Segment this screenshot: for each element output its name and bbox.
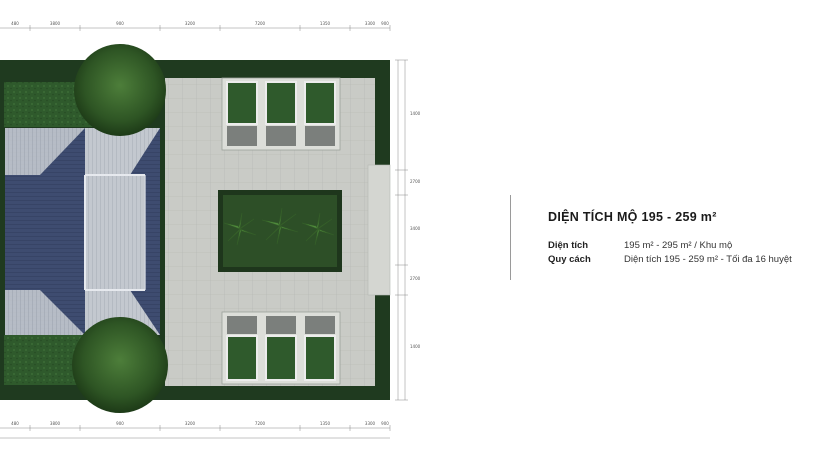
bottom-dimension-label: 1350 — [320, 421, 331, 426]
bottom-dimension-label: 3800 — [50, 421, 61, 426]
bottom-dimension-label: 7200 — [255, 421, 266, 426]
area-label: Diện tích — [548, 240, 589, 251]
site-plan: 480 3800 900 3200 7200 1350 3300 900 480 3800 900 3… — [0, 21, 421, 439]
bottom-dimension-label: 480 — [11, 421, 19, 426]
bottom-dimension-label: 900 — [116, 421, 124, 426]
central-planter — [218, 190, 342, 272]
info-divider — [510, 195, 511, 280]
top-dimension-label: 900 — [116, 21, 124, 26]
tree-bottom — [72, 317, 168, 413]
entrance-step — [367, 164, 391, 296]
top-dimension-label: 900 — [381, 21, 389, 26]
bottom-dimension-label: 3200 — [185, 421, 196, 426]
spec-value: Diện tích 195 - 259 m² - Tối đa 16 huyệt — [624, 254, 792, 265]
temple-roof — [5, 128, 160, 335]
top-dimension-label: 1350 — [320, 21, 331, 26]
area-row: Diện tích 195 m² - 295 m² / Khu mộ — [548, 240, 732, 251]
tree-top — [74, 44, 166, 136]
grave-row-bottom — [221, 311, 341, 385]
right-dimension-label: 2700 — [410, 276, 420, 281]
top-dimension-label: 7200 — [255, 21, 266, 26]
bottom-dimension-line — [0, 425, 391, 439]
info-title: DIỆN TÍCH MỘ 195 - 259 m² — [548, 210, 717, 224]
right-dimension-line — [395, 59, 408, 401]
bottom-dimension-label: 900 — [381, 421, 389, 426]
spec-label: Quy cách — [548, 254, 591, 265]
bottom-dimension-label: 3300 — [365, 421, 376, 426]
dimension-labels: 480 3800 900 3200 7200 1350 3300 900 480 3800 900 3… — [11, 21, 420, 426]
grave-row-top — [221, 77, 341, 151]
area-value: 195 m² - 295 m² / Khu mộ — [624, 240, 733, 251]
top-dimension-line — [0, 25, 391, 31]
top-dimension-label: 3200 — [185, 21, 196, 26]
top-dimension-label: 3300 — [365, 21, 376, 26]
right-dimension-label: 1400 — [410, 344, 420, 349]
right-dimension-label: 2700 — [410, 179, 420, 184]
right-dimension-label: 3400 — [410, 226, 420, 231]
top-dimension-label: 480 — [11, 21, 19, 26]
spec-row: Quy cách Diện tích 195 - 259 m² - Tối đa … — [548, 254, 792, 265]
info-panel: DIỆN TÍCH MỘ 195 - 259 m² Diện tích 195 m… — [510, 195, 818, 280]
right-dimension-label: 1400 — [410, 111, 420, 116]
top-dimension-label: 3800 — [50, 21, 61, 26]
